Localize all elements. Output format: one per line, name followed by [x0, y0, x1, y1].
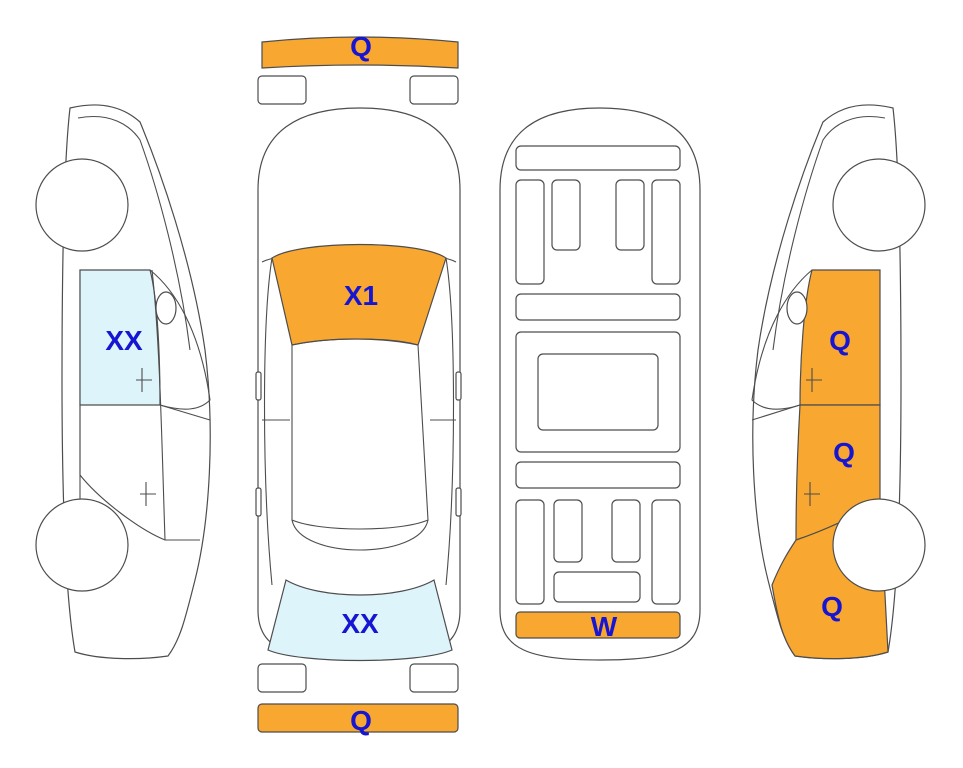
left-rear-wheel	[35, 498, 129, 592]
right-rear-window	[751, 269, 813, 410]
taillight-right	[409, 663, 459, 693]
taillight-left	[257, 663, 307, 693]
underbody-mid-bar-1	[515, 293, 681, 321]
right-rear-door-label: Q	[833, 437, 855, 468]
windshield-label: X1	[344, 280, 378, 311]
underbody-rear-tank	[553, 571, 641, 603]
underbody-view: W	[499, 107, 701, 661]
left-side-view: XX	[35, 104, 211, 660]
left-mirror	[155, 291, 177, 325]
left-rear-window	[149, 269, 211, 410]
right-rear-window-inner	[751, 404, 801, 421]
right-front-door-label: Q	[829, 325, 851, 356]
underbody-rear-right-rail	[651, 499, 681, 605]
underbody-front-left-rail	[515, 179, 545, 285]
mirror-left	[255, 371, 262, 401]
underbody-rear-label: W	[591, 611, 618, 642]
underbody-rear-left-pocket	[553, 499, 583, 563]
left-door-handle-rear	[140, 482, 156, 506]
right-side-view: Q Q Q	[751, 104, 926, 660]
top-view: Q X1 XX Q	[255, 31, 462, 736]
right-rear-quarter-label: Q	[821, 591, 843, 622]
underbody-front-right-pocket	[615, 179, 645, 251]
top-body-outline	[257, 107, 461, 661]
handle-right	[455, 487, 462, 517]
mirror-right	[455, 371, 462, 401]
front-bumper-panel[interactable]	[261, 36, 459, 69]
underbody-mid-bar-2	[515, 461, 681, 489]
right-mirror	[786, 291, 808, 325]
right-body-inner-line	[772, 116, 886, 351]
left-b-pillar	[151, 269, 166, 541]
headlight-left	[257, 75, 307, 105]
right-door-handle-rear	[804, 482, 820, 506]
rear-window-label: XX	[341, 608, 379, 639]
trunk-line	[291, 519, 429, 551]
left-front-window-label: XX	[105, 325, 143, 356]
rear-window-panel[interactable]	[267, 579, 453, 662]
underbody-front-right-rail	[651, 179, 681, 285]
right-door-handle-front	[806, 368, 822, 392]
left-rear-window-inner	[159, 404, 211, 421]
underbody-front-bar	[515, 145, 681, 171]
handle-left	[255, 487, 262, 517]
right-front-wheel	[832, 158, 926, 252]
underbody-rear-panel[interactable]	[515, 611, 681, 639]
left-door-handle-front	[136, 368, 152, 392]
left-front-wheel	[35, 158, 129, 252]
headlight-right	[409, 75, 459, 105]
right-pillar-line	[445, 257, 455, 586]
underbody-front-left-pocket	[551, 179, 581, 251]
underbody-rear-left-rail	[515, 499, 545, 605]
front-bumper-label: Q	[350, 31, 372, 62]
rear-bumper-panel[interactable]	[257, 703, 459, 733]
left-lower-door	[79, 405, 200, 541]
underbody-rear-right-pocket	[611, 499, 641, 563]
rear-bumper-label: Q	[350, 705, 372, 736]
left-body-inner-line	[77, 116, 191, 351]
right-rear-wheel	[832, 498, 926, 592]
underbody-center-panel	[537, 353, 659, 431]
left-pillar-line	[263, 257, 273, 586]
